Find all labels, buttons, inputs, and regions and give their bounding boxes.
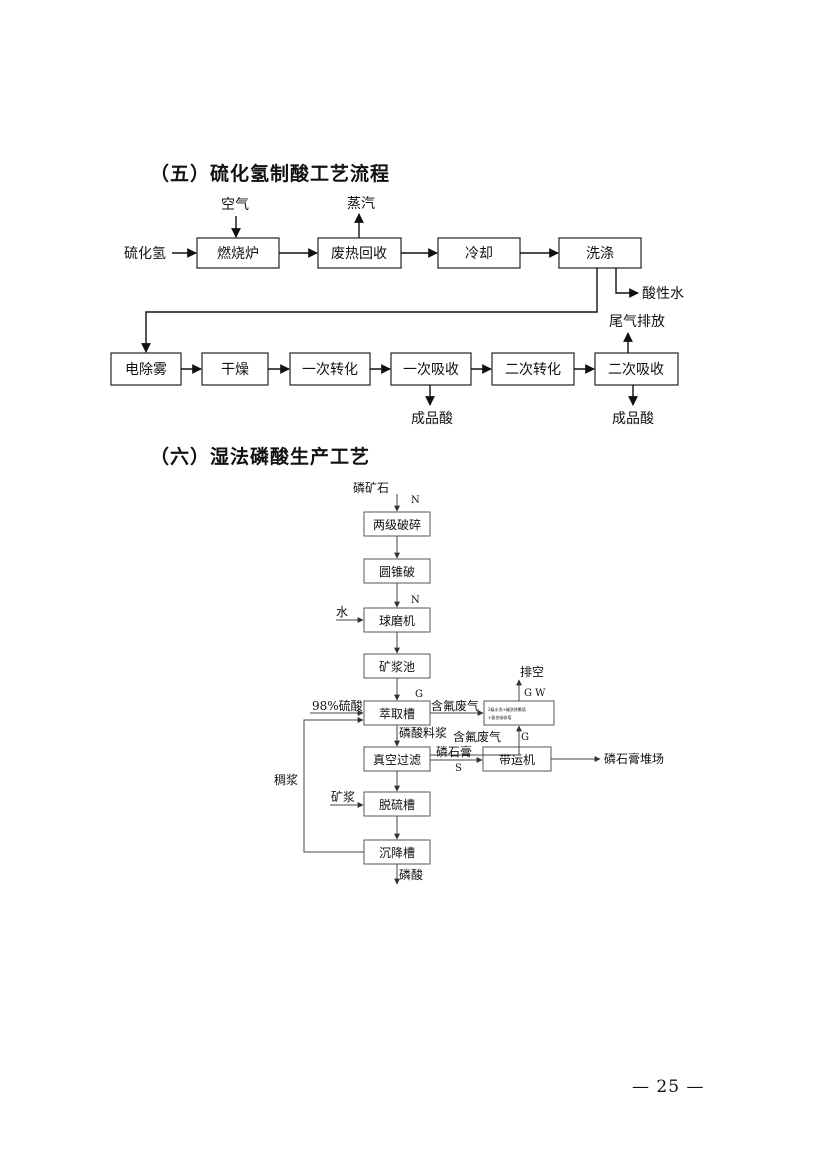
- thick-slurry-label: 稠浆: [274, 772, 298, 787]
- gypsum-stack-label: 磷石膏堆场: [604, 751, 664, 766]
- phosphoric-acid-output-label: 磷酸: [399, 867, 423, 882]
- n-label-1: N: [411, 495, 420, 506]
- svg-text:两级破碎: 两级破碎: [373, 517, 421, 532]
- h2s-input-label: 硫化氢: [124, 246, 166, 262]
- process-box-belt-conveyor: 带运机: [482, 746, 552, 772]
- n-label-2: N: [411, 595, 420, 606]
- vent-label: 排空: [520, 665, 544, 679]
- svg-text:一次转化: 一次转化: [302, 362, 358, 378]
- process-box-washing: 洗涤: [558, 237, 642, 269]
- process-box-cone-crusher: 圆锥破: [363, 558, 431, 584]
- phosphoric-slurry-label: 磷酸料浆: [399, 725, 447, 740]
- svg-text:+复合吸收塔: +复合吸收塔: [488, 714, 511, 720]
- svg-text:2级水洗+碱洗除氟塔: 2级水洗+碱洗除氟塔: [488, 706, 526, 712]
- product-acid-2-label: 成品酸: [612, 411, 654, 427]
- process-box-second-conversion: 二次转化: [491, 352, 575, 386]
- svg-text:燃烧炉: 燃烧炉: [217, 245, 259, 262]
- process-box-slurry-tank: 矿浆池: [363, 653, 431, 679]
- pulp-input-label: 矿浆: [331, 789, 355, 804]
- process-box-scrubber: 2级水洗+碱洗除氟塔 +复合吸收塔: [483, 700, 555, 726]
- tail-gas-output-label: 尾气排放: [609, 314, 665, 330]
- process-box-cooling: 冷却: [437, 237, 521, 269]
- arrow-washing-to-demister: [141, 268, 598, 353]
- process-box-settling-tank: 沉降槽: [363, 839, 431, 865]
- fluoride-gas-label-1: 含氟废气: [431, 698, 479, 713]
- svg-text:脱硫槽: 脱硫槽: [379, 797, 415, 812]
- process-box-demister: 电除雾: [110, 352, 182, 386]
- svg-text:干燥: 干燥: [221, 362, 249, 378]
- water-input-label: 水: [336, 605, 348, 619]
- svg-text:二次转化: 二次转化: [505, 362, 561, 378]
- gw-label: G W: [524, 688, 546, 699]
- page-number: — 25 —: [632, 1077, 705, 1097]
- h2s-acid-flowchart: 硫化氢 空气 蒸汽 酸性水 尾气排放 成品酸 成品酸 燃烧炉 废热回收 冷却 洗…: [110, 196, 684, 427]
- process-box-ball-mill: 球磨机: [363, 607, 431, 633]
- svg-text:带运机: 带运机: [499, 753, 535, 767]
- svg-text:一次吸收: 一次吸收: [403, 362, 459, 378]
- process-box-furnace: 燃烧炉: [196, 237, 280, 269]
- svg-text:二次吸收: 二次吸收: [608, 362, 664, 378]
- svg-text:真空过滤: 真空过滤: [373, 753, 421, 767]
- process-box-desulfurization-tank: 脱硫槽: [363, 791, 431, 817]
- ore-input-label: 磷矿石: [353, 480, 389, 495]
- svg-text:洗涤: 洗涤: [586, 246, 614, 262]
- process-box-heat-recovery: 废热回收: [317, 237, 402, 269]
- svg-text:圆锥破: 圆锥破: [379, 564, 415, 579]
- process-box-vacuum-filter: 真空过滤: [363, 746, 431, 772]
- arrow-filter-to-scrubber: [430, 725, 522, 756]
- arrow-thick-slurry-recycle: [303, 717, 364, 853]
- svg-text:废热回收: 废热回收: [331, 246, 387, 262]
- acid-water-output-label: 酸性水: [642, 286, 684, 302]
- product-acid-1-label: 成品酸: [411, 411, 453, 427]
- svg-text:沉降槽: 沉降槽: [379, 846, 415, 860]
- fluoride-gas-label-2: 含氟废气: [453, 729, 501, 744]
- svg-text:萃取槽: 萃取槽: [379, 707, 415, 721]
- section5-heading: （五）硫化氢制酸工艺流程: [150, 163, 391, 185]
- g-label-extraction: G: [415, 689, 423, 700]
- process-box-two-stage-crushing: 两级破碎: [363, 511, 431, 537]
- process-box-first-absorption: 一次吸收: [390, 352, 472, 386]
- svg-text:电除雾: 电除雾: [125, 362, 167, 378]
- s-label: S: [455, 763, 462, 774]
- phosphoric-acid-flowchart: 磷矿石 N 两级破碎 圆锥破 球磨机 矿浆池 萃取槽 真空过滤 脱硫: [274, 480, 664, 885]
- gypsum-label: 磷石膏: [436, 744, 472, 759]
- sulfuric-acid-label: 98%硫酸: [312, 698, 363, 713]
- svg-text:球磨机: 球磨机: [379, 614, 415, 628]
- section6-heading: （六）湿法磷酸生产工艺: [150, 446, 371, 468]
- arrow-washing-to-acid-water: [615, 268, 639, 298]
- steam-output-label: 蒸汽: [347, 196, 375, 212]
- process-box-second-absorption: 二次吸收: [594, 352, 679, 386]
- process-box-extraction-tank: 萃取槽: [363, 700, 431, 726]
- process-box-drying: 干燥: [201, 352, 269, 386]
- g-label-filter: G: [521, 732, 529, 743]
- process-box-first-conversion: 一次转化: [289, 352, 371, 386]
- air-input-label: 空气: [221, 197, 249, 213]
- svg-text:冷却: 冷却: [465, 246, 493, 262]
- svg-text:矿浆池: 矿浆池: [379, 659, 415, 674]
